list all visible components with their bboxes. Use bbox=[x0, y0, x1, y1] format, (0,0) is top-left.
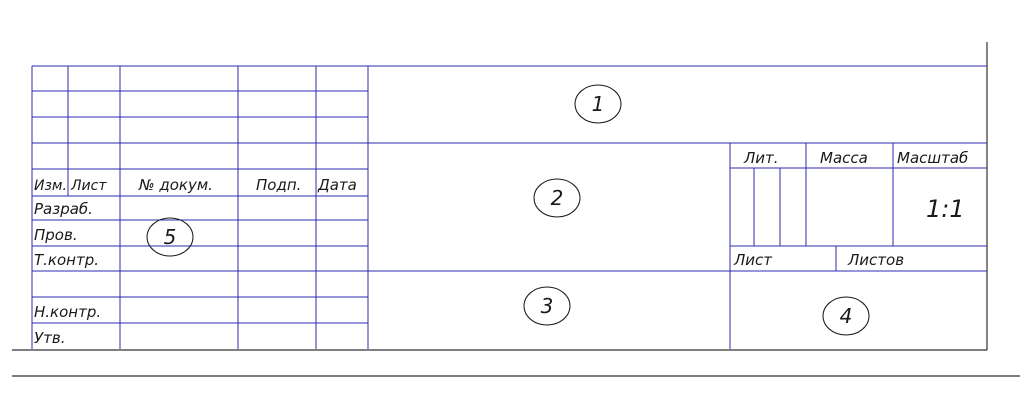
zone-4-circle bbox=[822, 296, 870, 336]
label-scale: Масштаб bbox=[897, 149, 968, 167]
role-approver: Утв. bbox=[34, 329, 66, 347]
role-tech-control: Т.контр. bbox=[34, 251, 99, 269]
role-checker: Пров. bbox=[34, 226, 78, 244]
role-developer: Разраб. bbox=[34, 200, 93, 218]
header-izm: Изм. bbox=[34, 178, 67, 194]
header-sign: Подп. bbox=[256, 176, 301, 194]
zone-numbers: 1 2 3 4 5 bbox=[164, 92, 853, 328]
zone-2-circle bbox=[533, 178, 581, 218]
drawing-frame bbox=[12, 42, 1020, 377]
zone-4-label: 4 bbox=[840, 304, 853, 328]
zone-5-label: 5 bbox=[164, 225, 177, 249]
label-lit: Лит. bbox=[743, 149, 779, 167]
label-sheet: Лист bbox=[733, 251, 773, 269]
header-doc-no: № докум. bbox=[138, 176, 213, 194]
sheet-info: Лит. Масса Масштаб 1:1 Лист Листов bbox=[733, 149, 968, 269]
zone-3-circle bbox=[523, 286, 571, 326]
scale-value: 1:1 bbox=[926, 195, 965, 223]
role-labels: Разраб. Пров. Т.контр. Н.контр. Утв. bbox=[34, 200, 101, 347]
header-list: Лист bbox=[70, 178, 107, 194]
label-sheets: Листов bbox=[847, 251, 904, 269]
zone-3-label: 3 bbox=[541, 294, 554, 318]
title-block-grid bbox=[31, 65, 987, 349]
header-row: Изм. Лист № докум. Подп. Дата bbox=[34, 176, 357, 194]
zone-1-circle bbox=[574, 84, 622, 124]
role-norm-control: Н.контр. bbox=[34, 303, 101, 321]
zone-1-label: 1 bbox=[592, 92, 605, 116]
zone-5-circle bbox=[146, 217, 194, 257]
header-date: Дата bbox=[317, 176, 357, 194]
zone-markers bbox=[146, 84, 870, 336]
zone-2-label: 2 bbox=[551, 186, 564, 210]
label-mass: Масса bbox=[820, 149, 868, 167]
